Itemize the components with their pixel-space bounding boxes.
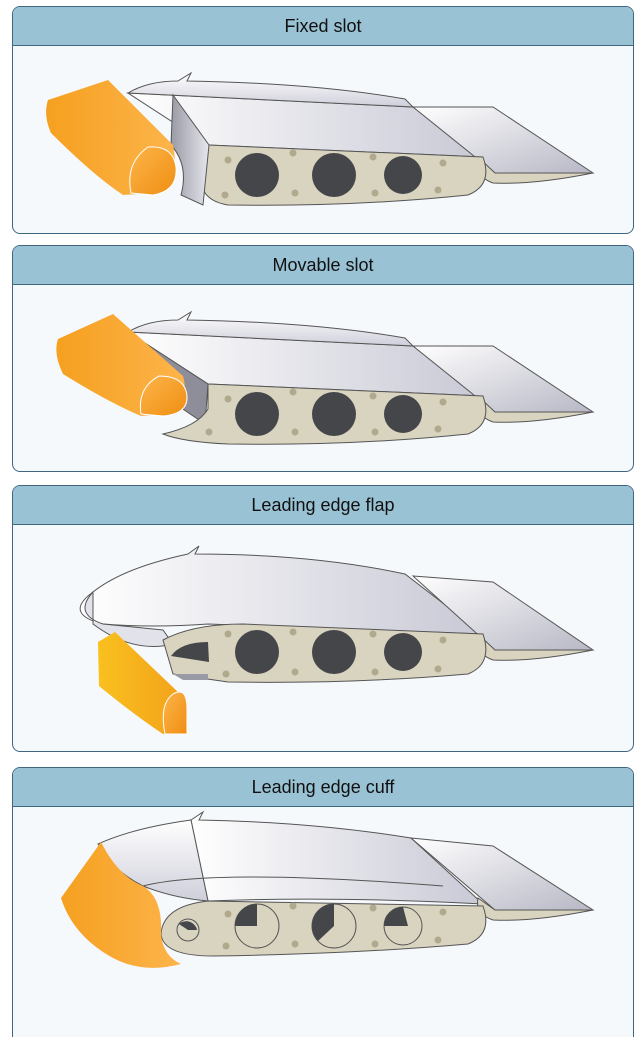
lightening-hole (235, 392, 279, 436)
lightening-hole (312, 153, 356, 197)
lightening-hole (235, 630, 279, 674)
wing-upper-skin (80, 546, 483, 634)
leading-edge-flap-illustration (13, 524, 633, 752)
wing-section (80, 546, 593, 682)
panel-title: Fixed slot (13, 7, 633, 46)
lightening-hole (312, 630, 356, 674)
panel-title: Leading edge cuff (13, 768, 633, 807)
leading-edge-cuff-illustration (13, 806, 633, 1028)
lightening-hole (384, 633, 422, 671)
panel-title: Movable slot (13, 246, 633, 285)
panel-movable-slot: Movable slot (12, 245, 634, 472)
lightening-hole (235, 153, 279, 197)
lightening-hole (384, 395, 422, 433)
panel-title: Leading edge flap (13, 486, 633, 525)
lightening-hole (384, 156, 422, 194)
wing-section (98, 812, 593, 956)
lightening-hole (312, 392, 356, 436)
panel-fixed-slot: Fixed slot (12, 6, 634, 234)
movable-slot-illustration (13, 284, 633, 472)
wing-section (128, 73, 593, 205)
wing-section (128, 312, 593, 444)
panel-leading-edge-cuff: Leading edge cuff (12, 767, 634, 1037)
fixed-slot-illustration (13, 45, 633, 234)
panel-leading-edge-flap: Leading edge flap (12, 485, 634, 752)
